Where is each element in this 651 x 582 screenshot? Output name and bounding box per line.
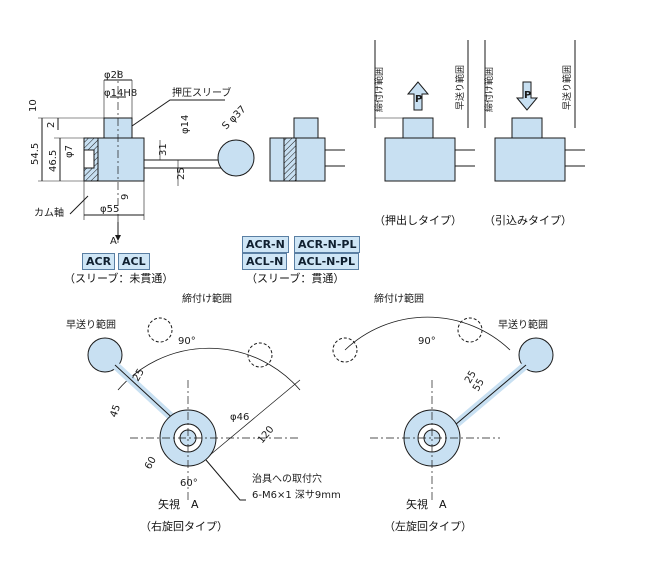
tag-acr-n: ACR-N (242, 236, 289, 253)
side-section-view (269, 117, 345, 182)
pull-type-view (484, 40, 585, 182)
label-mount-hole: 治具への取付穴 (252, 472, 322, 485)
label-fast-range-right: 早送り範囲 (66, 318, 116, 331)
dim-v60: 60 (143, 455, 159, 472)
left-rotation-view (332, 316, 554, 500)
label-p-pull: P (524, 90, 531, 101)
dim-v25: 25 (176, 167, 187, 180)
push-type-view (374, 40, 475, 182)
caption-sleeve-not-through: （スリーブ：未貫通） (64, 271, 173, 285)
dim-d14h8: φ14H8 (104, 88, 137, 99)
dim-d7: φ7 (64, 145, 75, 158)
label-p-push: P (415, 94, 422, 105)
dim-v46-5: 46.5 (48, 150, 59, 172)
caption-right-rotation: （右旋回タイプ） (140, 519, 228, 533)
caption-left-rotation: （左旋回タイプ） (384, 519, 472, 533)
tag-acl: ACL (118, 253, 150, 270)
right-rotation-view (87, 317, 301, 501)
dim-v10: 10 (28, 99, 39, 112)
caption-view-a-left: 矢視 A (158, 497, 199, 511)
dim-d14: φ14 (180, 115, 191, 134)
tag-acl-n-pl: ACL-N-PL (294, 253, 360, 270)
dim-v120: 120 (256, 424, 277, 446)
label-clamp-range-push: 締付け範囲 (373, 67, 385, 112)
tag-acr-n-pl: ACR-N-PL (294, 236, 361, 253)
front-section-view (38, 70, 255, 245)
dim-v45: 45 (108, 403, 123, 419)
label-fast-range-left: 早送り範囲 (498, 318, 548, 331)
caption-sleeve-through: （スリーブ：貫通） (246, 271, 344, 285)
dim-d28: φ28 (104, 70, 123, 81)
tag-acl-n: ACL-N (242, 253, 288, 270)
dim-v31: 31 (158, 143, 169, 156)
dim-d46: φ46 (230, 412, 249, 423)
label-view-a-mark: A (110, 236, 117, 247)
label-mount-spec: 6-M6×1 深サ9mm (252, 489, 341, 501)
label-fast-range-pull: 早送り範囲 (561, 65, 573, 110)
label-clamp-range-pull: 締付け範囲 (483, 67, 495, 112)
caption-pull-type: （引込みタイプ） (484, 213, 572, 227)
label-oshi-sleeve: 押圧スリーブ (172, 86, 231, 99)
label-fast-range-push: 早送り範囲 (454, 65, 466, 110)
caption-push-type: （押出しタイプ） (374, 213, 462, 227)
dim-d55: φ55 (100, 204, 119, 215)
label-cam-shaft: カム軸 (34, 206, 64, 219)
dim-v54-5: 54.5 (30, 143, 41, 165)
dim-v9: 9 (120, 194, 131, 200)
label-clamp-range-left: 締付け範囲 (374, 292, 424, 305)
tag-acr: ACR (82, 253, 116, 270)
dim-deg90-right: 90° (178, 336, 196, 347)
dim-deg90-left: 90° (418, 336, 436, 347)
caption-view-a-right: 矢視 A (406, 497, 447, 511)
label-clamp-range-right: 締付け範囲 (182, 292, 232, 305)
dim-sr37: S φ37 (220, 104, 248, 132)
dim-deg60: 60° (180, 478, 198, 489)
dim-v2: 2 (46, 122, 57, 128)
